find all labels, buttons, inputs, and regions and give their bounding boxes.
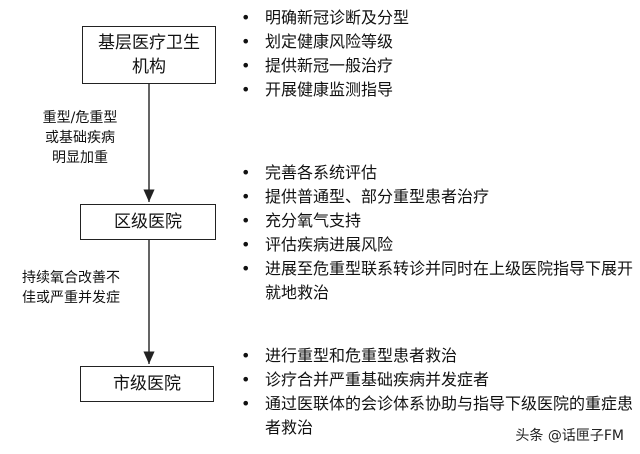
- referral-condition-line: 或基础疾病: [45, 130, 115, 146]
- list-item: 明确新冠诊断及分型: [241, 6, 636, 30]
- list-item: 开展健康监测指导: [241, 78, 636, 102]
- referral-condition-line: 重型/危重型: [42, 110, 118, 126]
- district-hospital-duties: 完善各系统评估 提供普通型、部分重型患者治疗 充分氧气支持 评估疾病进展风险 进…: [241, 161, 636, 305]
- referral-condition-1: 重型/危重型 或基础疾病 明显加重: [30, 108, 130, 168]
- district-hospital-box: 区级医院: [80, 204, 216, 240]
- primary-care-label: 基层医疗卫生机构: [98, 33, 200, 77]
- primary-care-duties: 明确新冠诊断及分型 划定健康风险等级 提供新冠一般治疗 开展健康监测指导: [241, 6, 636, 102]
- list-item: 充分氧气支持: [241, 209, 636, 233]
- list-item: 完善各系统评估: [241, 161, 636, 185]
- list-item: 划定健康风险等级: [241, 30, 636, 54]
- district-hospital-label: 区级医院: [114, 212, 182, 232]
- list-item: 进展至危重型联系转诊并同时在上级医院指导下展开就地救治: [241, 257, 636, 305]
- referral-condition-2: 持续氧合改善不 佳或严重并发症: [0, 268, 142, 308]
- referral-condition-line: 持续氧合改善不: [22, 270, 120, 286]
- referral-condition-line: 佳或严重并发症: [22, 290, 120, 306]
- watermark: 头条 @话匣子FM: [511, 424, 628, 446]
- city-hospital-duties: 进行重型和危重型患者救治 诊疗合并严重基础疾病并发症者 通过医联体的会诊体系协助…: [241, 344, 636, 440]
- list-item: 提供普通型、部分重型患者治疗: [241, 185, 636, 209]
- list-item: 提供新冠一般治疗: [241, 54, 636, 78]
- list-item: 评估疾病进展风险: [241, 233, 636, 257]
- primary-care-box: 基层医疗卫生机构: [82, 26, 216, 84]
- list-item: 通过医联体的会诊体系协助与指导下级医院的重症患者救治: [241, 392, 636, 440]
- list-item: 进行重型和危重型患者救治: [241, 344, 636, 368]
- list-item: 诊疗合并严重基础疾病并发症者: [241, 368, 636, 392]
- referral-condition-line: 明显加重: [52, 150, 108, 166]
- city-hospital-box: 市级医院: [80, 366, 214, 402]
- city-hospital-label: 市级医院: [113, 374, 181, 394]
